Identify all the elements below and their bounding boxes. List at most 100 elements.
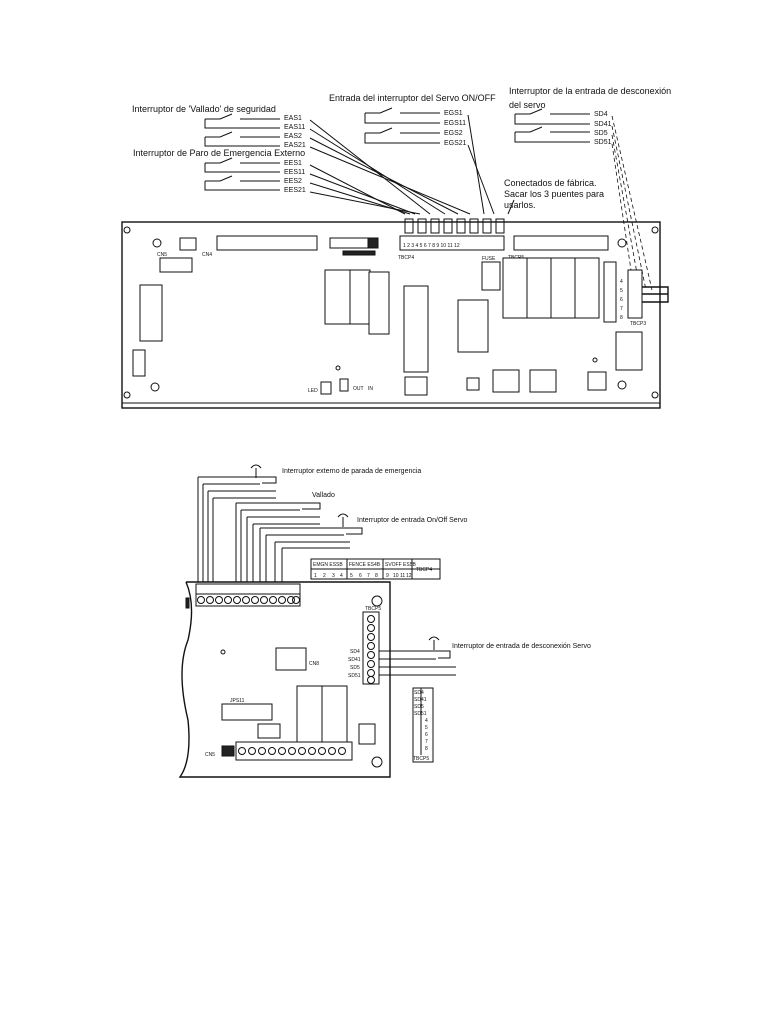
- td-12: 12: [406, 573, 412, 579]
- td-2: 2: [323, 573, 326, 579]
- side-sd51: SD51: [414, 711, 427, 717]
- label-emergency-stop: Interruptor de Paro de Emergencia Extern…: [133, 148, 305, 158]
- label-cn5-b: CN5: [205, 752, 215, 758]
- side-4: 4: [425, 718, 428, 724]
- side-sd5: SD5: [414, 704, 424, 710]
- sig-sd5-b: SD5: [350, 665, 360, 671]
- label-servo-disconnect-1: Interruptor de la entrada de desconexión: [509, 86, 671, 96]
- connector-left: [139, 284, 163, 342]
- sig-sd5: SD5: [594, 130, 608, 137]
- top-board: CN5 CN4 1 2 3 4 5 6 7 8 9 10 11 12 TBCP4…: [121, 218, 669, 409]
- fuse: [481, 261, 501, 291]
- side-sd41: SD41: [414, 697, 427, 703]
- terminal-strip-bottom: [235, 741, 353, 761]
- term-5: 5: [620, 288, 623, 294]
- sig-ees21: EES21: [284, 187, 306, 194]
- term-7: 7: [620, 306, 623, 312]
- sig-eas11: EAS11: [284, 124, 305, 131]
- term-4: 4: [620, 279, 623, 285]
- td-4: 4: [340, 573, 343, 579]
- leader-lines: [309, 114, 653, 291]
- label-tbcp3: TBCP3: [630, 321, 646, 327]
- label-servo-disconnect-b: Interruptor de entrada de desconexión Se…: [452, 643, 591, 650]
- label-tbcp4: TBCP4: [398, 255, 414, 261]
- td-9: 9: [386, 573, 389, 579]
- label-jps11: JPS11: [230, 698, 245, 704]
- sig-eas2: EAS2: [284, 133, 302, 140]
- th-fence: FENCE ES4B: [349, 562, 381, 568]
- ic-jp: [324, 269, 352, 325]
- td-8: 8: [375, 573, 378, 579]
- label-cn5: CN5: [157, 252, 167, 258]
- td-6: 6: [359, 573, 362, 579]
- sig-ees1: EES1: [284, 160, 302, 167]
- label-factory-3: usarlos.: [504, 200, 536, 210]
- label-tbcp5-b: TBCP5: [365, 606, 381, 612]
- sig-sd51-b: SD51: [348, 673, 361, 679]
- side-sd4: SD4: [414, 690, 424, 696]
- term-8: 8: [620, 315, 623, 321]
- label-vallado: Vallado: [312, 492, 335, 499]
- relay-block: [502, 257, 600, 319]
- sig-sd4-b: SD4: [350, 649, 360, 655]
- terminal-strip-top: [195, 583, 301, 607]
- label-fuse: FUSE: [482, 256, 496, 262]
- side-tbcp5: TBCP5: [413, 756, 429, 762]
- label-servo-disconnect-2: del servo: [509, 100, 546, 110]
- sig-ees2: EES2: [284, 178, 302, 185]
- td-3: 3: [332, 573, 335, 579]
- terminal-tbcp4: [399, 235, 505, 251]
- switch-safety-fence: [204, 113, 280, 147]
- td-5: 5: [350, 573, 353, 579]
- switch-servo-onoff: [364, 107, 440, 144]
- sig-egs21: EGS21: [444, 140, 467, 147]
- side-8: 8: [425, 746, 428, 752]
- label-factory-1: Conectados de fábrica.: [504, 178, 597, 188]
- bottom-wiring: [197, 476, 456, 676]
- label-cn8: CN8: [309, 661, 319, 667]
- td-10: 10: [393, 573, 399, 579]
- td-7: 7: [367, 573, 370, 579]
- sig-eas1: EAS1: [284, 115, 302, 122]
- switch-emergency-stop: [204, 157, 280, 191]
- ic-cn3: [457, 299, 489, 353]
- side-6: 6: [425, 732, 428, 738]
- sig-sd41-b: SD41: [348, 657, 361, 663]
- terminal-table: EMGN ESSB FENCE ES4B SVOFF ES5B TBCP4 1 …: [310, 558, 441, 580]
- sig-egs1: EGS1: [444, 110, 463, 117]
- connector-cn4: [216, 235, 318, 251]
- side-7: 7: [425, 739, 428, 745]
- jumper-jps11: [221, 703, 273, 721]
- side-reference-table: SD4 SD41 SD5 SD51 4 5 6 7 8 TBCP5: [412, 687, 434, 763]
- label-out: OUT: [353, 386, 364, 392]
- sig-eas21: EAS21: [284, 142, 306, 149]
- label-led: LED: [308, 388, 318, 394]
- side-5: 5: [425, 725, 428, 731]
- label-servo-onoff: Entrada del interruptor del Servo ON/OFF: [329, 93, 496, 103]
- bottom-diagram: Interruptor externo de parada de emergen…: [178, 464, 591, 778]
- th-svoff: SVOFF ES5B: [385, 562, 417, 568]
- label-safety-switch: Interruptor de 'Vallado' de seguridad: [132, 104, 276, 114]
- jumper-bridges: [404, 218, 505, 234]
- td-11: 11: [400, 573, 405, 579]
- terminal-numbers: 1 2 3 4 5 6 7 8 9 10 11 12: [403, 243, 460, 249]
- ic-cn8: [275, 647, 307, 671]
- ic-main: [403, 285, 429, 373]
- label-servo-onoff-b: Interruptor de entrada On/Off Servo: [357, 517, 467, 524]
- label-factory-2: Sacar los 3 puentes para: [504, 189, 604, 199]
- terminal-strip-right: [362, 611, 380, 685]
- sig-sd4: SD4: [594, 111, 608, 118]
- th-emgn: EMGN ESSB: [313, 562, 343, 568]
- td-1: 1: [314, 573, 317, 579]
- label-in: IN: [368, 386, 373, 392]
- label-ext-emergency: Interruptor externo de parada de emergen…: [282, 468, 421, 475]
- th-tbcp4: TBCP4: [416, 567, 432, 573]
- top-diagram: Interruptor de 'Vallado' de seguridad En…: [121, 86, 671, 409]
- label-cn4: CN4: [202, 252, 212, 258]
- pushbutton-symbols: [250, 464, 440, 650]
- sig-ees11: EES11: [284, 169, 305, 176]
- sig-sd51: SD51: [594, 139, 612, 146]
- sig-egs11: EGS11: [444, 120, 466, 127]
- sig-egs2: EGS2: [444, 130, 463, 137]
